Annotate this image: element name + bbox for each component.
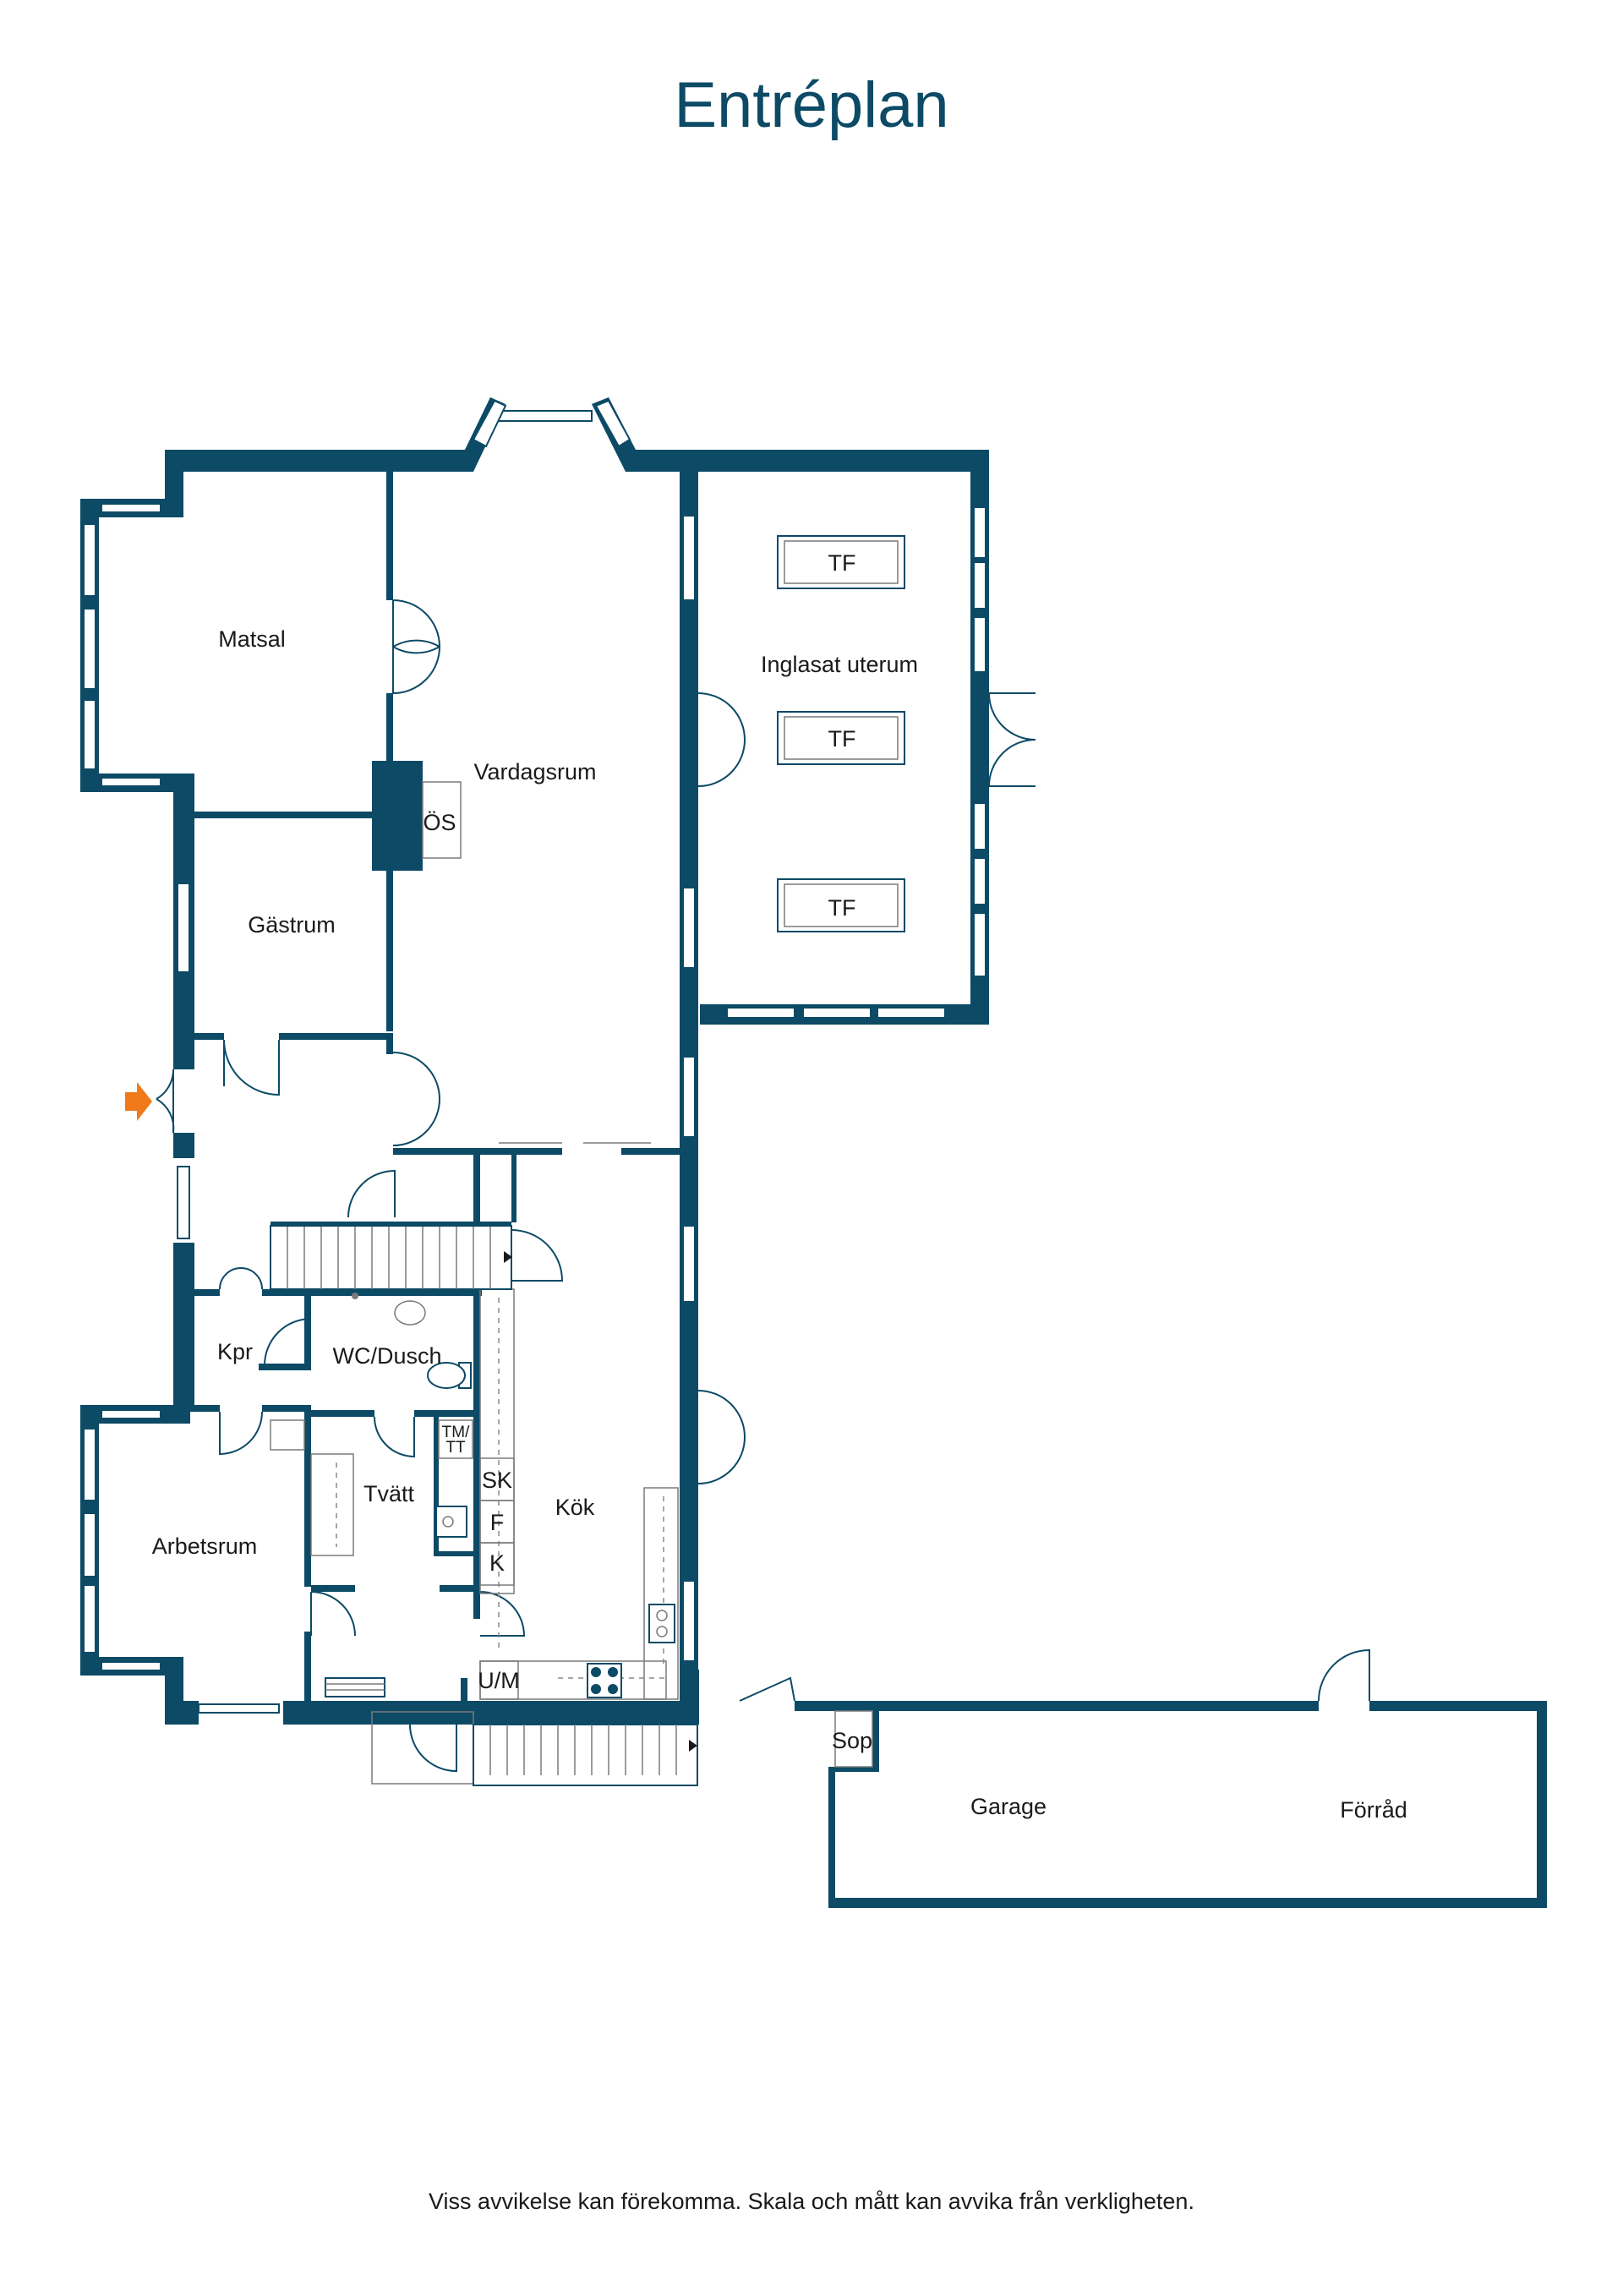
fixture-label-os: ÖS (423, 810, 456, 835)
room-label-wc-dusch: WC/Dusch (332, 1343, 441, 1369)
room-label-kok: Kök (555, 1495, 595, 1520)
fixture-label-k: K (489, 1550, 505, 1576)
fixture-label-tmtt-bottom: TT (445, 1439, 466, 1457)
room-label-sop: Sop (832, 1728, 872, 1753)
entrance-arrow-icon (125, 1082, 152, 1121)
room-label-garage: Garage (970, 1794, 1046, 1819)
room-label-vardagsrum: Vardagsrum (473, 759, 596, 784)
fixture-label-f: F (490, 1510, 505, 1535)
windows (83, 399, 986, 1714)
room-label-forrad: Förråd (1340, 1797, 1407, 1823)
lower-staircase (473, 1724, 698, 1786)
upper-staircase (270, 1222, 512, 1290)
fixture-label-tmtt-top: TM/ (442, 1424, 470, 1441)
fixture-label-tf-2: TF (828, 726, 856, 752)
fixture-label-tf-3: TF (828, 895, 856, 921)
room-label-inglasat-uterum: Inglasat uterum (761, 652, 918, 677)
room-label-tvatt: Tvätt (363, 1481, 415, 1506)
room-label-gastrum: Gästrum (248, 912, 336, 938)
tf-boxes (777, 535, 905, 932)
plan-title: Entréplan (674, 69, 948, 141)
doors (156, 599, 1370, 1773)
fixture-label-um: U/M (478, 1668, 520, 1693)
room-label-matsal: Matsal (218, 626, 286, 652)
fixture-label-tf-1: TF (828, 550, 856, 576)
room-label-kpr: Kpr (217, 1339, 253, 1364)
fixture-label-sk: SK (482, 1468, 512, 1493)
footer-disclaimer: Viss avvikelse kan förekomma. Skala och … (429, 2189, 1194, 2214)
walls (80, 397, 1547, 1908)
room-label-arbetsrum: Arbetsrum (152, 1533, 258, 1559)
